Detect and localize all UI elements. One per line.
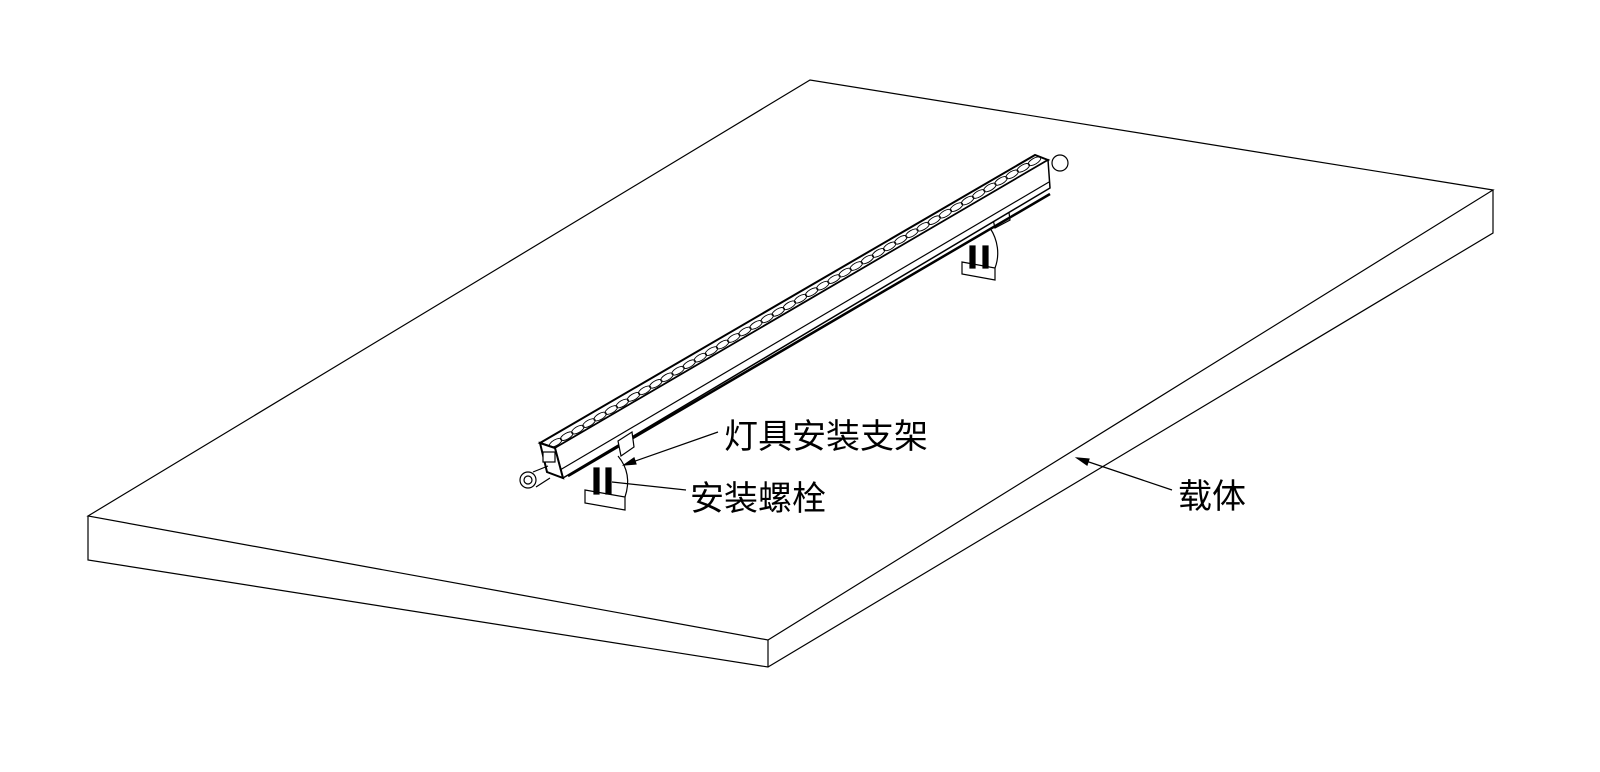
led-lens [816,280,830,291]
led-lens [560,431,574,441]
led-lens [983,182,997,193]
led-lens [715,339,730,350]
led-lens [782,300,797,311]
led-lens [593,411,607,422]
led-lens [849,261,863,271]
led-lens [1005,169,1019,180]
label-mounting-bolt: 安装螺栓 [690,479,826,519]
left-bracket [584,430,635,511]
led-lens [949,202,964,212]
led-lens [972,189,986,199]
led-lens [738,326,752,337]
led-lens [793,293,808,304]
led-lens [960,195,975,206]
label-carrier: 载体 [1178,477,1246,517]
led-lens [604,405,618,415]
led-lens [749,320,763,330]
led-lens [916,221,930,232]
led-lens [571,424,585,435]
led-bar [537,153,1051,480]
led-lens [827,274,841,284]
leader-lines [611,431,1173,491]
led-lens [927,215,941,225]
led-lens [938,208,953,219]
led-lens [693,352,708,363]
led-lens [771,307,785,317]
led-lens [637,385,652,396]
led-lens [671,365,685,376]
carrier-plate [86,79,1495,668]
led-lens [882,241,897,252]
led-lens [838,267,852,278]
led-lens [615,398,630,409]
label-fixture-bracket: 灯具安装支架 [724,417,928,457]
led-lens [1016,163,1030,173]
led-lens [727,333,741,343]
led-lens [548,437,563,448]
led-lens [871,248,886,258]
led-lens [760,313,774,324]
led-lens [894,235,908,245]
led-lens [860,254,875,265]
led-lens [805,287,819,297]
led-lens [582,418,596,428]
led-lens [704,346,719,356]
left-connector [519,465,551,489]
led-lens [905,228,919,239]
led-lens [1027,156,1042,167]
right-connector [1051,154,1069,172]
led-lenses [548,156,1042,448]
led-lens [626,392,641,402]
led-lens [682,359,696,369]
led-lens [649,379,663,389]
led-lens [994,176,1008,186]
led-lens [660,372,674,383]
